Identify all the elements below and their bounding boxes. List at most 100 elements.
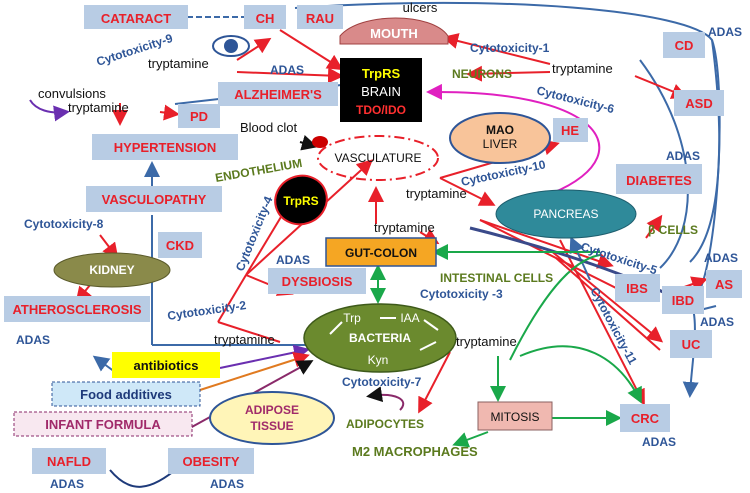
rau-box <box>297 5 343 29</box>
uc-box <box>670 330 712 358</box>
vasculopathy-box <box>86 186 222 212</box>
tryptamine-label: tryptamine <box>406 186 467 201</box>
node-pancreas: PANCREAS <box>533 207 598 221</box>
node-he: HE <box>561 123 579 138</box>
node-tissue: TISSUE <box>250 419 293 433</box>
adas-label: ADAS <box>50 477 84 491</box>
tryptamine-label: tryptamine <box>214 332 275 347</box>
ibs-box <box>615 274 660 302</box>
tryptamine-label: tryptamine <box>552 61 613 76</box>
tryptamine-label: tryptamine <box>68 100 129 115</box>
node-dysbiosis: DYSBIOSIS <box>282 274 353 289</box>
tryptamine-label: tryptamine <box>456 334 517 349</box>
vasculature-ellipse <box>317 135 439 181</box>
node-ch: CH <box>256 11 275 26</box>
node-pd: PD <box>190 109 208 124</box>
node-nafld: NAFLD <box>47 454 91 469</box>
connectors <box>29 1 721 488</box>
node-adipocytes: ADIPOCYTES <box>346 417 424 431</box>
node-gut-colon: GUT-COLON <box>345 246 417 260</box>
pancreas-ellipse <box>495 189 637 239</box>
atherosclerosis-box <box>4 296 150 322</box>
cd-box <box>663 32 705 58</box>
cytotoxicity-2-label: Cytotoxicity-2 <box>166 298 247 323</box>
node-atherosclerosis: ATHEROSCLEROSIS <box>12 302 141 317</box>
infant-formula-box <box>13 411 193 437</box>
nafld-box <box>32 448 106 474</box>
node-crc: CRC <box>631 411 660 426</box>
node-food-additives: Food additives <box>80 387 172 402</box>
alzheimers-box <box>218 82 338 106</box>
node-bacteria: BACTERIA <box>349 331 411 345</box>
ibd-box <box>662 286 704 314</box>
kidney-ellipse <box>53 252 171 288</box>
node-vasculature: VASCULATURE <box>335 151 422 165</box>
node-obesity: OBESITY <box>182 454 239 469</box>
food-additives-box <box>51 381 201 407</box>
node-diabetes: DIABETES <box>626 173 692 188</box>
cataract-box <box>84 5 188 29</box>
adas-label: ADAS <box>708 25 742 39</box>
node-m2-macrophages: M2 MACROPHAGES <box>352 444 478 459</box>
cytotoxicity-7-label: Cytotoxicity-7 <box>342 375 422 389</box>
node-adipose: ADIPOSE <box>245 403 299 417</box>
diabetes-box <box>616 164 702 194</box>
node-brain-trprs: TrpRS <box>362 66 401 81</box>
adas-label: ADAS <box>270 63 304 77</box>
tryptamine-label: tryptamine <box>374 220 435 235</box>
crc-box <box>620 404 670 432</box>
adas-label: ADAS <box>16 333 50 347</box>
adas-label: ADAS <box>210 477 244 491</box>
blood-clot-dot <box>312 136 328 148</box>
mouth-shape <box>339 17 449 45</box>
node-ibd: IBD <box>672 293 694 308</box>
adas-label: ADAS <box>276 253 310 267</box>
bacteria-inner-arrows <box>329 317 439 351</box>
node-neurons: NEURONS <box>452 67 512 81</box>
node-kidney: KIDNEY <box>89 263 134 277</box>
brain-box <box>340 58 422 122</box>
adas-label: ADAS <box>700 315 734 329</box>
cytotoxicity-8-label: Cytotoxicity-8 <box>24 217 104 231</box>
adas-label: ADAS <box>704 251 738 265</box>
node-mitosis: MITOSIS <box>490 410 539 424</box>
node-hypertension: HYPERTENSION <box>114 140 217 155</box>
node-ckd: CKD <box>166 238 194 253</box>
adas-label: ADAS <box>642 435 676 449</box>
bacteria-ellipse <box>303 303 457 373</box>
adipose-ellipse <box>209 391 335 445</box>
node-ibs: IBS <box>626 281 648 296</box>
ch-box <box>244 5 286 29</box>
node-vasculopathy: VASCULOPATHY <box>102 192 207 207</box>
cytotoxicity-1-label: Cytotoxicity-1 <box>470 41 550 55</box>
gut-colon-box <box>325 237 437 267</box>
node-bacteria-kyn: Kyn <box>368 353 389 367</box>
hypertension-box <box>92 134 238 160</box>
node-asd: ASD <box>685 96 712 111</box>
adas-label: ADAS <box>666 149 700 163</box>
mitosis-box <box>477 401 553 431</box>
tryptamine-label: tryptamine <box>148 56 209 71</box>
node-intestinal-cells: INTESTINAL CELLS <box>440 271 553 285</box>
node-endothelium-trprs: TrpRS <box>283 194 318 208</box>
liver-ellipse <box>449 112 551 164</box>
antibiotics-box <box>112 352 220 378</box>
node-uc: UC <box>682 337 701 352</box>
dysbiosis-box <box>268 268 366 294</box>
node-brain: BRAIN <box>361 84 401 99</box>
node-bacteria-trp: Trp <box>343 311 361 325</box>
node-infant-formula: INFANT FORMULA <box>45 417 161 432</box>
node-mao: MAO <box>486 123 514 137</box>
node-mouth: MOUTH <box>370 26 418 41</box>
node-beta-cells: β CELLS <box>648 223 698 237</box>
as-box <box>706 270 742 298</box>
he-box <box>553 118 588 142</box>
node-antibiotics: antibiotics <box>133 358 198 373</box>
obesity-box <box>168 448 254 474</box>
node-liver: LIVER <box>483 137 518 151</box>
node-cd: CD <box>675 38 694 53</box>
asd-box <box>674 90 724 116</box>
shapes <box>4 5 742 474</box>
